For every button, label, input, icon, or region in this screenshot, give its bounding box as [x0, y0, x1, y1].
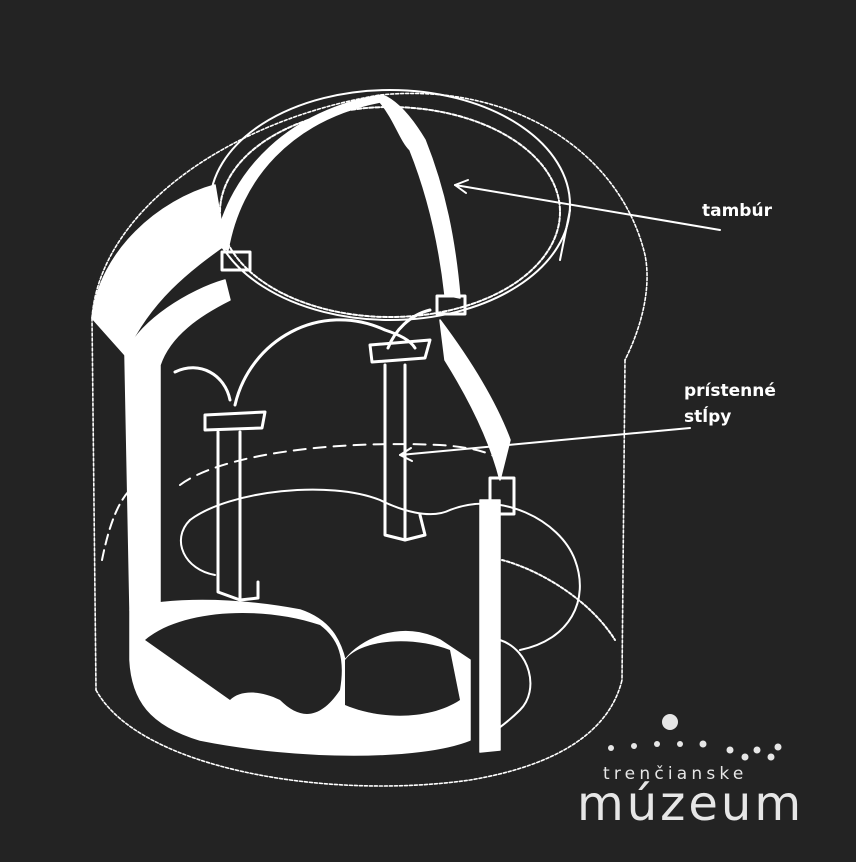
arch-left-capital	[220, 250, 252, 272]
tambour-drum	[209, 89, 571, 321]
label-wall-pillars-line1: prístenné	[684, 381, 776, 401]
wall-pillar-left	[203, 410, 267, 602]
left-wall-section	[124, 279, 231, 621]
pointed-arch	[214, 94, 461, 299]
label-tambur: tambúr	[702, 201, 772, 221]
interior-dashed-ring	[179, 443, 501, 486]
leader-line-tambur	[454, 179, 721, 231]
logo-dots	[608, 714, 782, 761]
roof-left-section	[91, 184, 226, 356]
floor-outline	[101, 488, 616, 736]
logo-main-text: múzeum	[577, 776, 805, 832]
label-wall-pillars-line2: stĺpy	[684, 407, 732, 427]
arch-right-capital	[435, 294, 467, 316]
leader-line-stlpy	[399, 427, 691, 462]
wall-pillar-right	[368, 338, 432, 542]
outer-cylinder	[91, 92, 648, 787]
logo-top-text: trenčianske	[603, 764, 748, 784]
inner-arches	[173, 308, 432, 407]
right-wall-section	[439, 319, 511, 481]
